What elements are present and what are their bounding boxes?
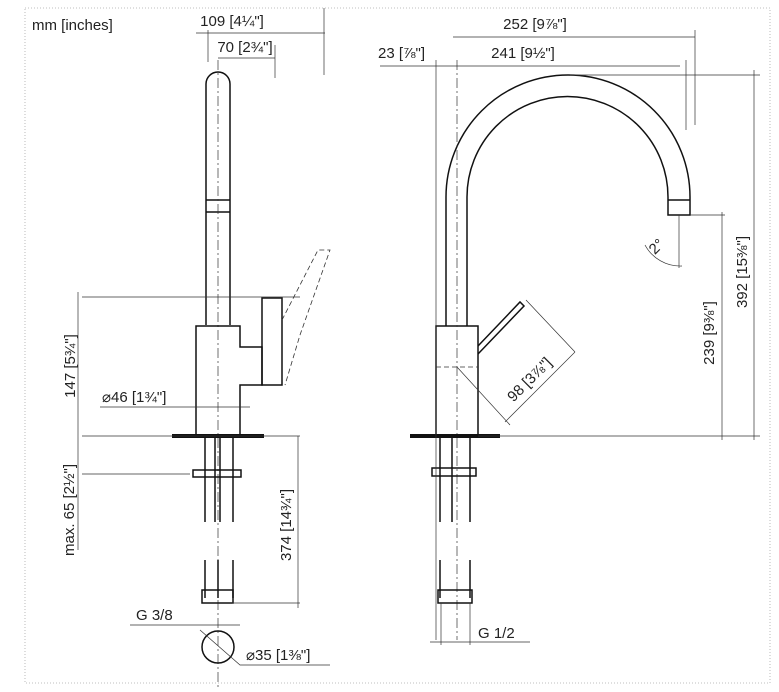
side-body [195, 325, 263, 436]
front-thread-label: G 1/2 [478, 625, 515, 642]
side-spout-column [205, 71, 231, 325]
side-width-handle-label: 70 [2¾"] [217, 39, 272, 56]
side-handle [261, 297, 283, 386]
front-spout-angle-label: 2° [646, 236, 668, 258]
side-max-thickness-label: max. 65 [2½"] [61, 464, 78, 556]
front-offset-label: 23 [⅞"] [378, 45, 425, 62]
front-view: 252 [9⅞"] 23 [⅞"] 241 [9½"] 2° 392 [15⅜"… [378, 16, 760, 645]
front-reach-outer-label: 252 [9⅞"] [503, 16, 567, 33]
front-lever-length-label: 98 [3⅞"] [504, 354, 555, 405]
front-reach-label: 241 [9½"] [491, 45, 555, 62]
side-view: 109 [4¼"] 70 [2¾"] 147 [5¾"] ⌀46 [1¾"] m… [61, 8, 331, 690]
side-hole-diameter-label: ⌀35 [1⅜"] [246, 647, 310, 664]
drawing-frame [24, 7, 771, 684]
side-handle-open-position [281, 249, 331, 386]
front-base-plate [410, 434, 500, 438]
front-spout-height-label: 239 [9⅜"] [701, 301, 718, 365]
front-lever [477, 300, 526, 355]
side-body-height-label: 147 [5¾"] [62, 334, 79, 398]
front-total-height-label: 392 [15⅜"] [734, 236, 751, 308]
side-thread-label: G 3/8 [136, 607, 173, 624]
side-connection-length-label: 374 [14¾"] [278, 489, 295, 561]
front-spout [445, 74, 691, 326]
side-hole-circle [201, 630, 235, 664]
units-label: mm [inches] [32, 17, 113, 34]
side-body-diameter-label: ⌀46 [1¾"] [102, 389, 166, 406]
side-width-total-label: 109 [4¼"] [200, 13, 264, 30]
